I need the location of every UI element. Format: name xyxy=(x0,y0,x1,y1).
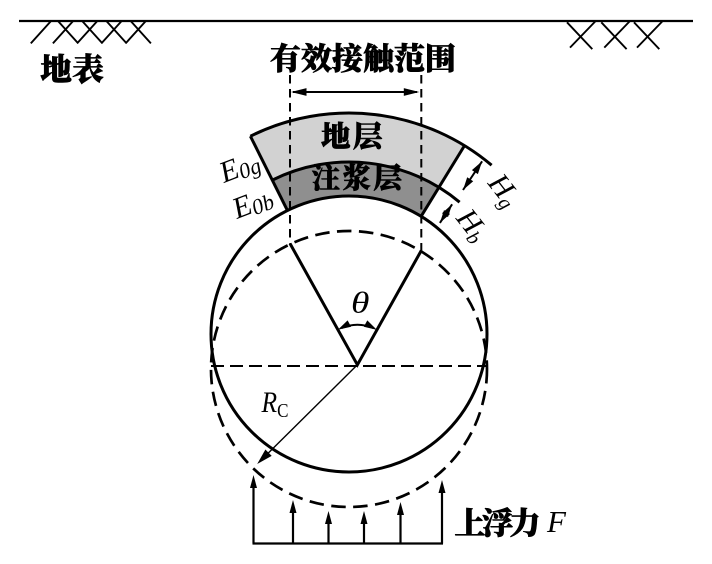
svg-text:θ: θ xyxy=(351,287,369,320)
svg-text:F: F xyxy=(546,504,567,539)
